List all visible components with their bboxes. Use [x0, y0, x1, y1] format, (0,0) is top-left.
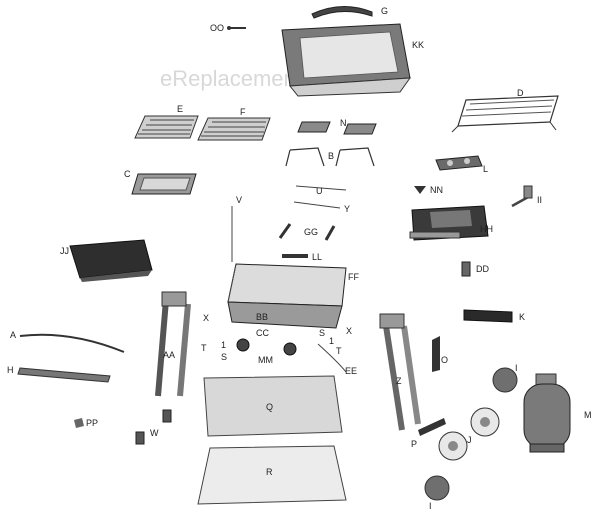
part-jj-side-shelf: [69, 239, 153, 282]
label-ii: II: [537, 195, 542, 205]
label-c: C: [124, 169, 131, 179]
label-i-top: I: [515, 363, 518, 373]
part-mm-control-knobs: [236, 338, 297, 356]
part-n-heat-tents: [297, 121, 377, 135]
label-kk: KK: [412, 40, 424, 50]
label-oo: OO: [210, 23, 224, 33]
label-dd: DD: [476, 264, 489, 274]
label-ee: EE: [345, 366, 357, 376]
label-bb: BB: [256, 312, 268, 322]
part-h-front-bar: [17, 367, 111, 383]
part-ii-valve: [511, 185, 533, 208]
label-r: R: [266, 467, 273, 477]
part-q-front-panel: [203, 375, 343, 437]
label-k: K: [519, 312, 525, 322]
label-1-right: 1: [329, 336, 334, 346]
label-l: L: [483, 164, 488, 174]
label-g: G: [381, 6, 388, 16]
label-f: F: [240, 107, 246, 117]
label-q: Q: [266, 402, 273, 412]
label-hh: HH: [480, 224, 493, 234]
label-ff: FF: [348, 272, 359, 282]
label-jj: JJ: [60, 246, 69, 256]
label-j: J: [467, 435, 472, 445]
label-m: M: [584, 410, 592, 420]
label-aa: AA: [163, 350, 175, 360]
label-cc: CC: [256, 328, 269, 338]
part-c-grease-tray: [131, 173, 197, 195]
part-aa-left-legs: [155, 291, 191, 397]
part-b-burners: [285, 147, 375, 167]
part-j-wheels: [438, 407, 500, 461]
part-a-front-rail: [19, 333, 125, 353]
part-r-bottom-shelf: [197, 445, 347, 505]
label-x-left: X: [203, 313, 209, 323]
label-z: Z: [396, 376, 402, 386]
label-s-right: S: [319, 328, 325, 338]
part-f-cooking-grate: [197, 117, 271, 141]
label-b: B: [328, 151, 334, 161]
label-d: D: [517, 88, 524, 98]
label-e: E: [177, 104, 183, 114]
label-pp: PP: [86, 418, 98, 428]
label-gg: GG: [304, 227, 318, 237]
label-h: H: [7, 365, 14, 375]
label-ll: LL: [312, 252, 322, 262]
part-l-side-burner-grate: [435, 155, 483, 171]
label-t-right: T: [336, 346, 342, 356]
part-ee-hose: [317, 343, 347, 373]
part-kk-lid: [281, 23, 412, 97]
label-u: U: [316, 186, 323, 196]
label-y: Y: [344, 204, 350, 214]
part-z-right-legs: [379, 313, 421, 431]
label-mm: MM: [258, 355, 273, 365]
label-o: O: [441, 355, 448, 365]
label-i-bottom: I: [429, 501, 432, 511]
part-pp-bolt: [74, 418, 84, 428]
part-dd-regulator: [461, 261, 471, 277]
part-oo-probe: [227, 26, 246, 30]
part-i-wheel-top: [492, 367, 518, 393]
part-w-leg-caps: [135, 409, 172, 445]
part-m-propane-tank: [523, 373, 571, 453]
part-y-rod: [293, 201, 341, 209]
part-hh-side-burner: [409, 205, 489, 241]
label-v: V: [236, 195, 242, 205]
part-d-warming-rack: [451, 95, 559, 133]
part-p-brace: [418, 418, 446, 436]
label-p: P: [411, 439, 417, 449]
part-o-bracket: [432, 336, 440, 372]
part-ll-heat-shield: [282, 254, 308, 258]
label-t-left: T: [201, 343, 207, 353]
label-n: N: [340, 118, 347, 128]
label-a: A: [10, 330, 16, 340]
part-e-cooking-grate: [134, 115, 199, 139]
part-ff-firebox: [227, 263, 347, 329]
label-x-right: X: [346, 326, 352, 336]
part-gg-igniters: [278, 223, 336, 241]
part-g-lid-handle: [311, 6, 373, 19]
part-nn-side-burner: [414, 186, 426, 194]
label-w: W: [150, 428, 159, 438]
part-u-rod: [295, 185, 347, 191]
part-k-handle: [463, 309, 513, 323]
label-s-left: S: [221, 352, 227, 362]
label-nn: NN: [430, 185, 443, 195]
part-i-wheel-bottom: [424, 475, 450, 501]
label-1-left: 1: [221, 340, 226, 350]
